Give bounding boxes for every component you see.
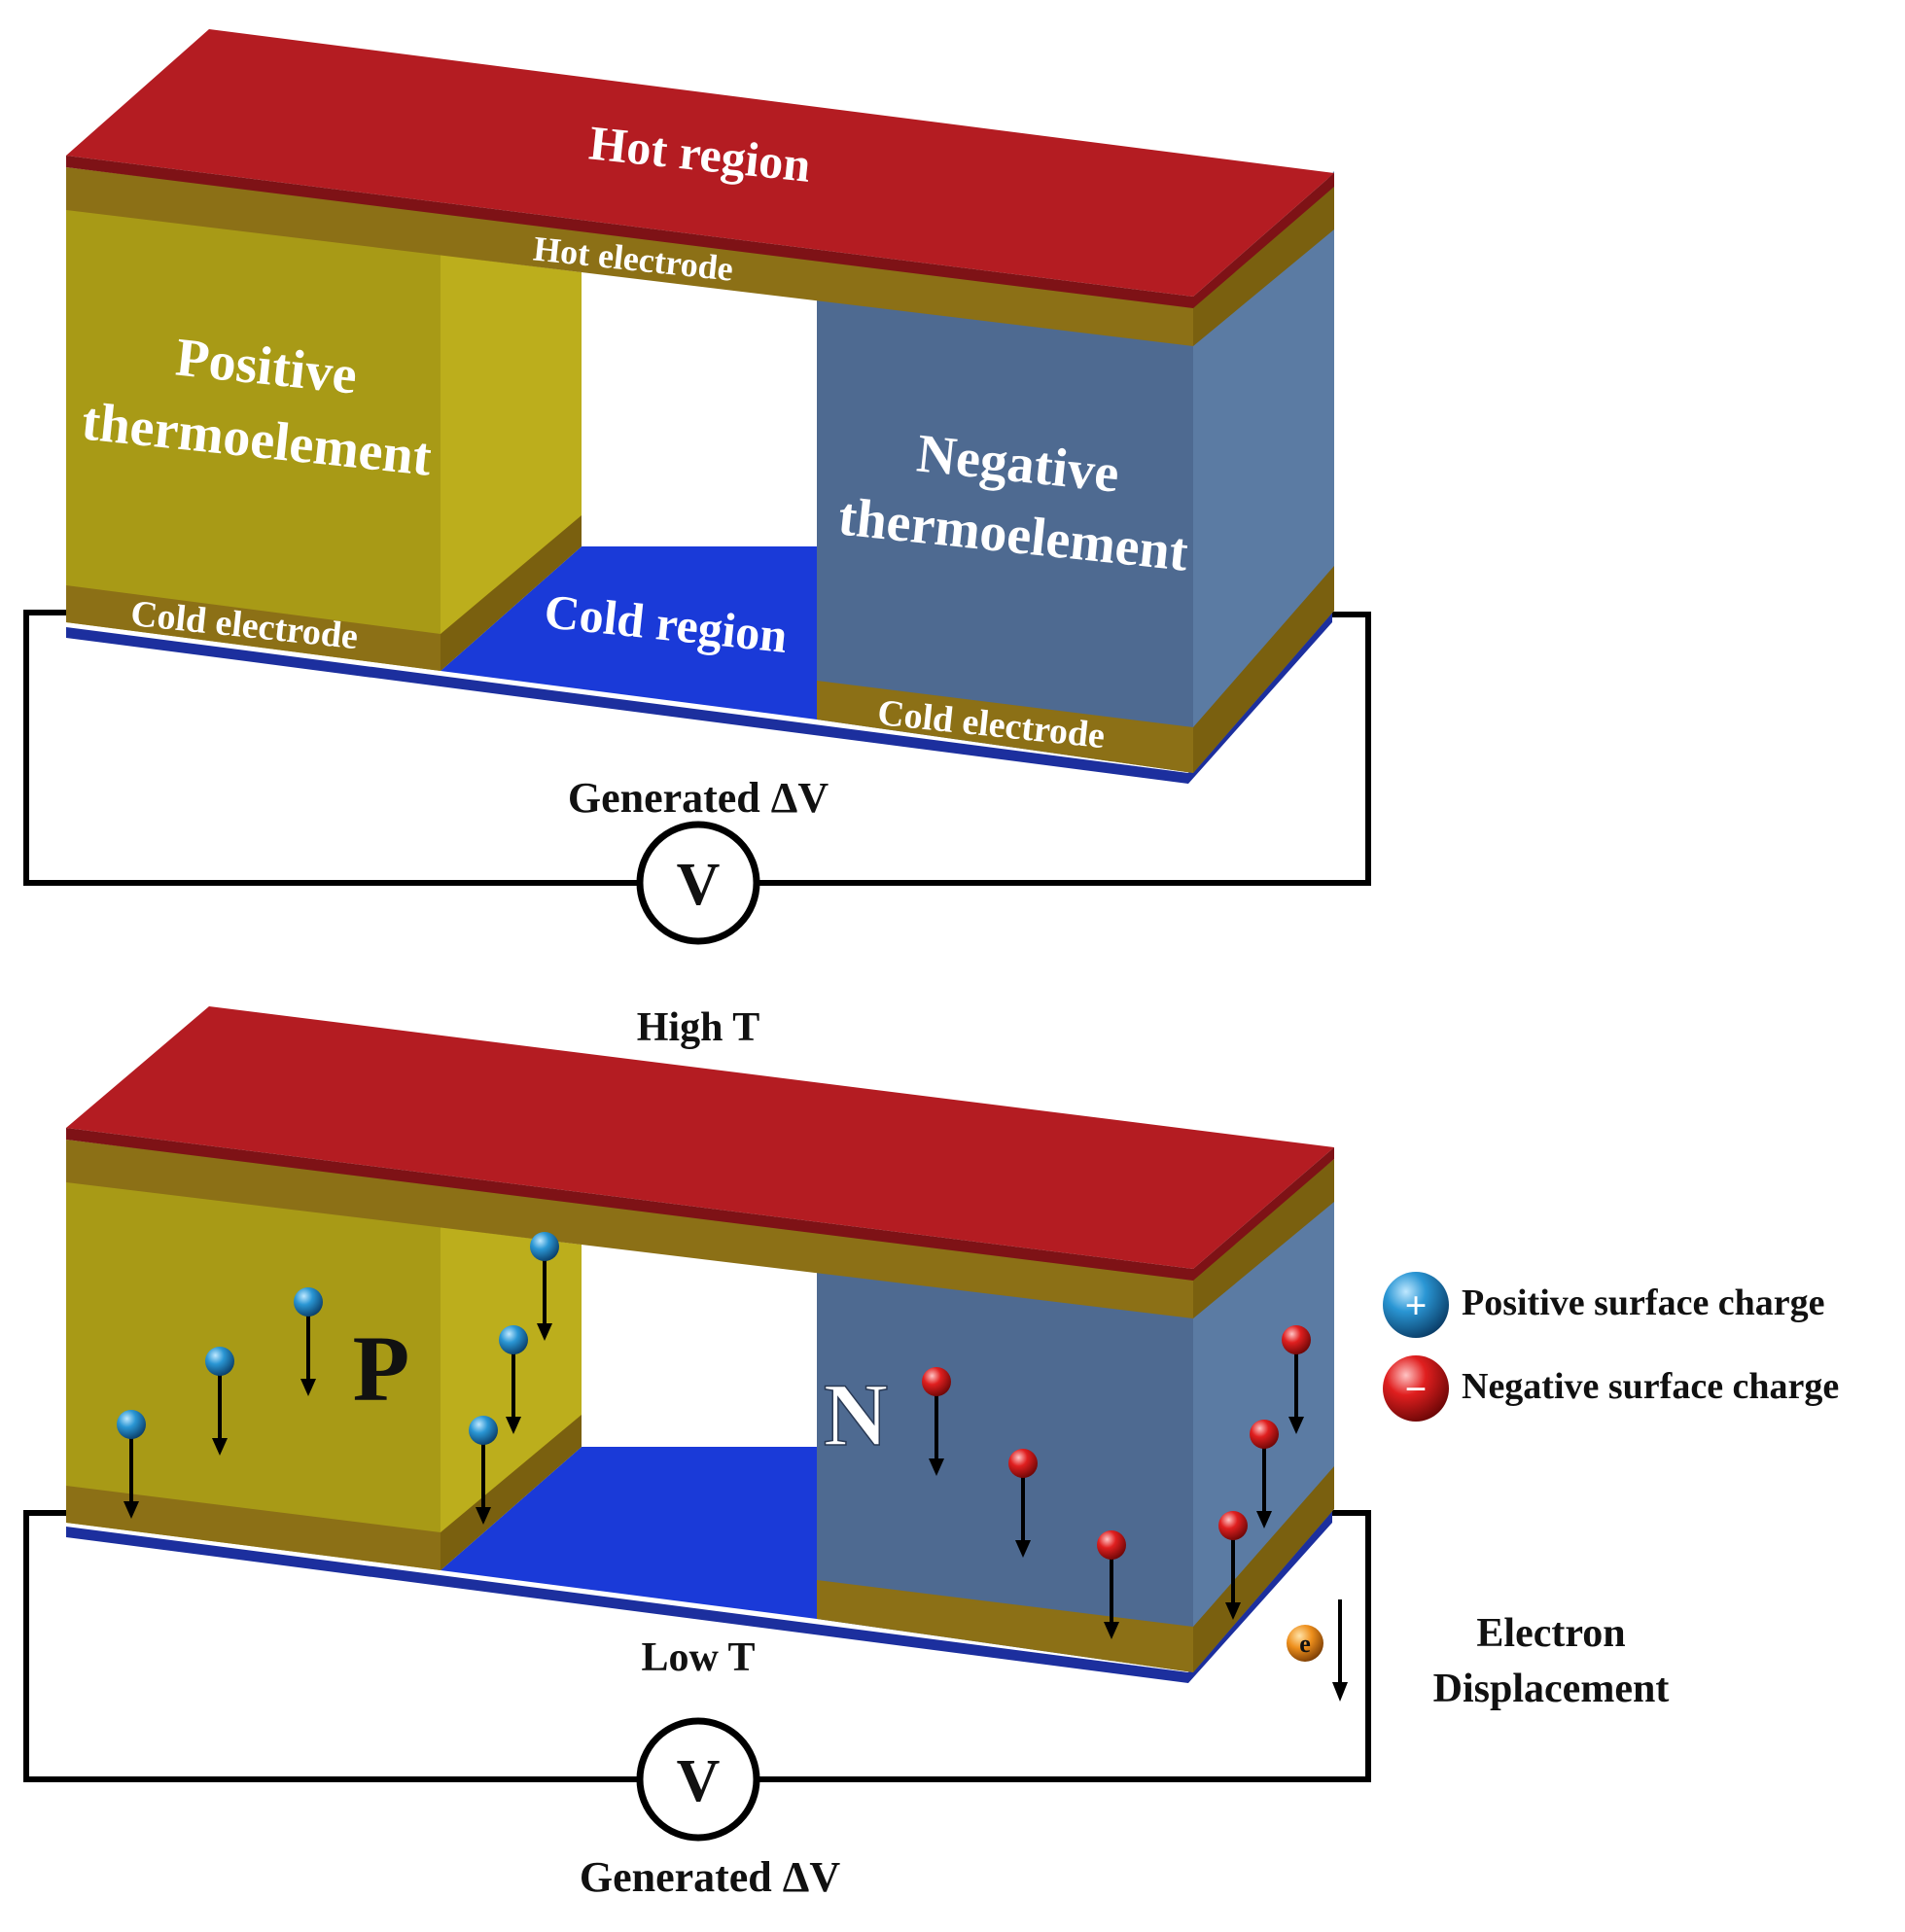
bottom-voltmeter-symbol: V [677,1748,721,1814]
bottom-circuit-wire [23,1510,637,1782]
bottom-hot-region-front-edge [66,1128,1193,1281]
top-voltmeter-symbol: V [677,852,721,918]
negative-charge-legend-label: Negative surface charge [1462,1366,1839,1407]
p-cold-electrode-front [66,585,441,671]
hot-region-side-edge [1193,173,1334,308]
negative-charge-4 [1218,1511,1248,1620]
negative-charge-6 [1282,1325,1311,1434]
bottom-panel: High T Low T P N [23,1005,1670,1901]
positive-charge-legend-label: Positive surface charge [1462,1282,1825,1323]
electron-displacement-label-line2: Displacement [1433,1667,1670,1711]
hot-electrode-side [1193,187,1334,346]
cold-base-edge [66,627,1188,784]
cold-region-floor [441,546,817,720]
p-label: P [353,1317,410,1421]
negative-charge-icon [1383,1355,1449,1422]
positive-charge-4 [499,1325,528,1434]
n-cold-electrode-front [817,681,1193,773]
positive-charge-icon [1383,1272,1449,1338]
low-t-label: Low T [641,1635,755,1680]
n-element-front [817,297,1193,773]
electron-arrow-head [1332,1682,1348,1702]
positive-charge-1 [117,1410,146,1519]
legend-negative: − Negative surface charge [1383,1355,1839,1422]
positive-charge-3 [294,1287,323,1396]
bottom-cold-region-floor [441,1447,817,1619]
bottom-voltage-label: Generated ΔV [580,1853,841,1901]
p-element-front [66,209,441,671]
hot-region-top [66,29,1334,297]
bottom-p-cold-electrode-side [441,1415,582,1570]
top-circuit-wire [23,610,637,886]
top-panel: Hot region Hot electrode Positive thermo… [23,29,1371,945]
electron-displacement-label-line1: Electron [1476,1611,1625,1656]
bottom-p-cold-electrode-front [66,1486,441,1570]
negative-charge-5 [1250,1420,1279,1528]
bottom-hot-region-side-edge [1193,1147,1334,1281]
bottom-hot-region-top [66,1006,1334,1269]
bottom-n-cold-electrode-front [817,1580,1193,1672]
bottom-n-cold-electrode-side [1193,1466,1334,1672]
negative-charge-3 [1097,1530,1126,1639]
n-cold-electrode-side [1193,566,1334,773]
positive-charge-symbol: + [1405,1283,1428,1327]
bottom-n-element-front [817,1269,1193,1672]
positive-charges [117,1232,559,1525]
negative-charge-1 [922,1367,951,1476]
negative-charges [922,1325,1311,1639]
electron-symbol: e [1299,1630,1311,1658]
electron-icon [1287,1625,1323,1662]
high-t-label: High T [637,1005,759,1050]
positive-charge-6 [530,1232,559,1341]
negative-charge-2 [1008,1449,1038,1558]
bottom-p-element-front [66,1181,441,1570]
bottom-hot-electrode-side [1193,1159,1334,1318]
hot-electrode-front [66,167,1193,346]
p-cold-electrode-side [441,515,582,671]
top-voltage-label: Generated ΔV [568,774,829,822]
top-circuit-wire-right [758,612,1371,886]
bottom-voltmeter [636,1717,760,1842]
negative-charge-symbol: − [1405,1367,1428,1411]
legend: + Positive surface charge − Negative sur… [1383,1272,1839,1422]
bottom-circuit-wire-right [758,1510,1371,1782]
n-label: N [824,1365,888,1464]
positive-charge-5 [469,1416,498,1525]
bottom-hot-electrode-front [66,1140,1193,1318]
top-voltmeter [636,821,760,945]
positive-charge-2 [205,1347,234,1456]
legend-positive: + Positive surface charge [1383,1272,1825,1338]
bottom-cold-base-edge [66,1527,1188,1683]
hot-region-front-edge [66,156,1193,308]
